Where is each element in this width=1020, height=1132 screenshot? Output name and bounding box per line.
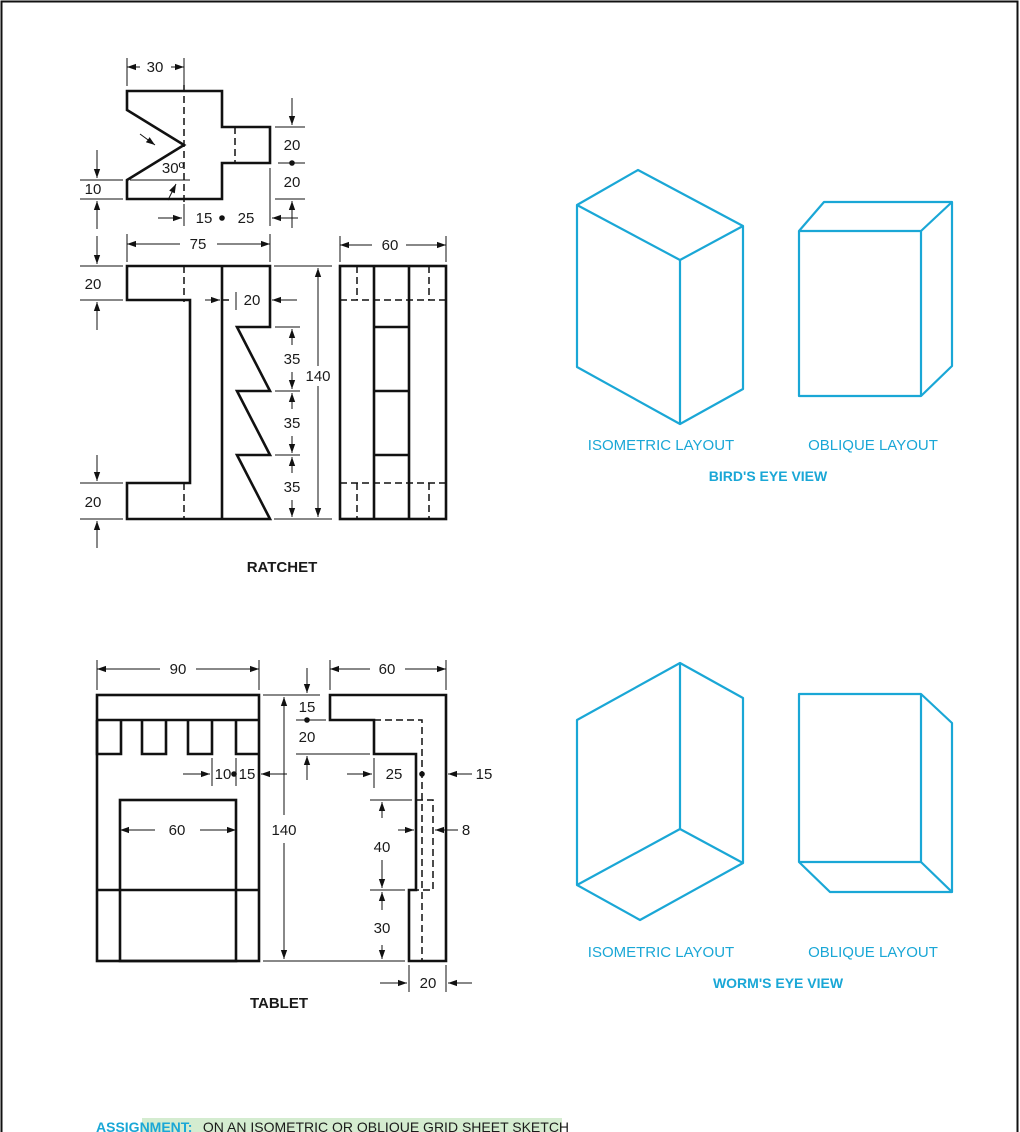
tablet-dim-20: 20 — [299, 729, 316, 746]
tablet-dim-10: 10 — [215, 766, 232, 783]
ratchet-dim-35c: 35 — [284, 479, 301, 496]
tablet-side-view: 60 15 20 25 15 40 30 — [296, 660, 492, 992]
ratchet-dim-20-bottom: 20 — [85, 494, 102, 511]
tablet-dim-140: 140 — [271, 822, 296, 839]
ratchet-dim-20b: 20 — [284, 174, 301, 191]
tablet-title: TABLET — [250, 995, 308, 1012]
ratchet-dim-35b: 35 — [284, 415, 301, 432]
tablet-dim-60: 60 — [379, 661, 396, 678]
assignment-line: ASSIGNMENT: ON AN ISOMETRIC OR OBLIQUE G… — [96, 1119, 569, 1132]
worms-eye-view: ISOMETRIC LAYOUT OBLIQUE LAYOUT WORM'S E… — [575, 661, 954, 991]
ratchet-dim-60: 60 — [382, 237, 399, 254]
tablet-dim-8: 8 — [462, 822, 470, 839]
birds-eye-oblique-box — [797, 200, 954, 398]
ratchet-dim-inner-20: 20 — [244, 292, 261, 309]
assignment-highlight — [142, 1118, 562, 1132]
ratchet-title: RATCHET — [247, 559, 318, 576]
birds-eye-view: ISOMETRIC LAYOUT OBLIQUE LAYOUT BIRD'S E… — [575, 168, 954, 484]
ratchet-drawing: 30 30º 10 20 20 — [80, 58, 448, 576]
birds-eye-iso-label: ISOMETRIC LAYOUT — [588, 437, 734, 454]
worms-eye-title: WORM'S EYE VIEW — [713, 975, 844, 991]
ratchet-dim-20a: 20 — [284, 137, 301, 154]
ratchet-dim-10: 10 — [85, 181, 102, 198]
ratchet-top-view: 30 30º 10 20 20 — [80, 58, 305, 229]
tablet-dim-40: 40 — [374, 839, 391, 856]
worms-eye-oblique-box — [797, 692, 954, 894]
assignment-key: ASSIGNMENT: — [96, 1119, 192, 1132]
tablet-dim-inner-60: 60 — [169, 822, 186, 839]
tablet-dim-30: 30 — [374, 920, 391, 937]
ratchet-angle-30: 30º — [162, 160, 185, 177]
worms-eye-iso-label: ISOMETRIC LAYOUT — [588, 944, 734, 961]
tablet-dim-15r: 15 — [476, 766, 493, 783]
birds-eye-title: BIRD'S EYE VIEW — [709, 468, 828, 484]
ratchet-dim-140: 140 — [305, 368, 330, 385]
ratchet-side-view: 60 — [338, 236, 448, 521]
tablet-dim-20-bottom: 20 — [420, 975, 437, 992]
worms-eye-oblique-label: OBLIQUE LAYOUT — [808, 944, 938, 961]
worms-eye-isometric-box — [575, 661, 745, 922]
assignment-text: ON AN ISOMETRIC OR OBLIQUE GRID SHEET SK… — [203, 1119, 569, 1132]
ratchet-dim-15: 15 — [196, 210, 213, 227]
assignment-note: ASSIGNMENT: ON AN ISOMETRIC OR OBLIQUE G… — [96, 1118, 569, 1132]
ratchet-dim-30: 30 — [147, 59, 164, 76]
tablet-dim-25: 25 — [386, 766, 403, 783]
tablet-dim-15b: 15 — [239, 766, 256, 783]
birds-eye-oblique-label: OBLIQUE LAYOUT — [808, 437, 938, 454]
ratchet-dim-75: 75 — [190, 236, 207, 253]
ratchet-dim-35a: 35 — [284, 351, 301, 368]
tablet-dim-15: 15 — [299, 699, 316, 716]
ratchet-front-view: 75 20 20 20 — [80, 234, 332, 548]
ratchet-dim-20-top: 20 — [85, 276, 102, 293]
ratchet-dim-25: 25 — [238, 210, 255, 227]
tablet-dim-90: 90 — [170, 661, 187, 678]
tablet-front-view: 90 10 15 60 140 — [95, 660, 405, 963]
birds-eye-isometric-box — [575, 168, 745, 426]
tablet-drawing: 90 10 15 60 140 — [95, 660, 492, 1012]
